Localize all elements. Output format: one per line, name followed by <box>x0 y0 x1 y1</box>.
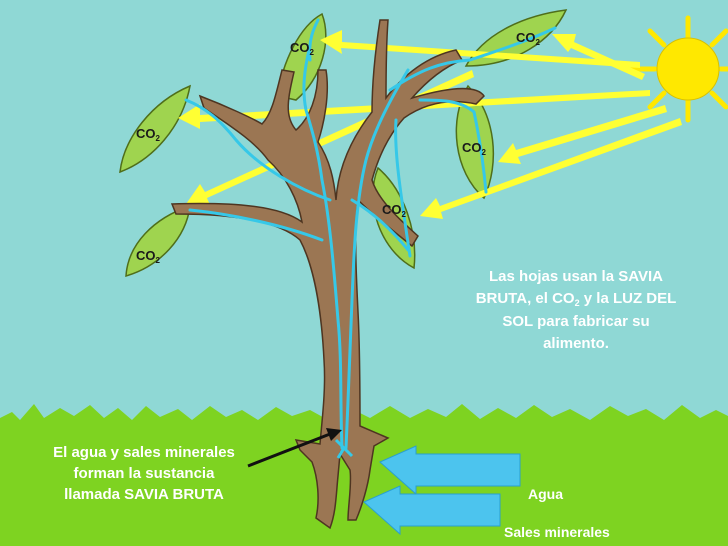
raw-sap-caption: El agua y sales minerales forman la sust… <box>26 442 262 505</box>
minerals-label: Sales minerales <box>504 524 610 540</box>
co2-label-center-right: CO2 <box>382 202 406 217</box>
co2-label-top-center: CO2 <box>290 40 314 55</box>
left-caption-line-1: El agua y sales minerales <box>26 442 262 463</box>
leaf-function-caption: Las hojas usan la SAVIA BRUTA, el CO2 y … <box>446 266 706 355</box>
caption-line-2: BRUTA, el CO2 y la LUZ DEL <box>446 288 706 311</box>
left-caption-line-3: llamada SAVIA BRUTA <box>26 484 262 505</box>
co2-label-top-right: CO2 <box>516 30 540 45</box>
caption-line-1: Las hojas usan la SAVIA <box>446 266 706 288</box>
co2-label-right-middle: CO2 <box>462 140 486 155</box>
caption-line-4: alimento. <box>446 333 706 355</box>
co2-label-upper-left: CO2 <box>136 126 160 141</box>
co2-label-lower-left: CO2 <box>136 248 160 263</box>
left-caption-line-2: forman la sustancia <box>26 463 262 484</box>
water-label: Agua <box>528 486 563 502</box>
caption-line-3: SOL para fabricar su <box>446 311 706 333</box>
